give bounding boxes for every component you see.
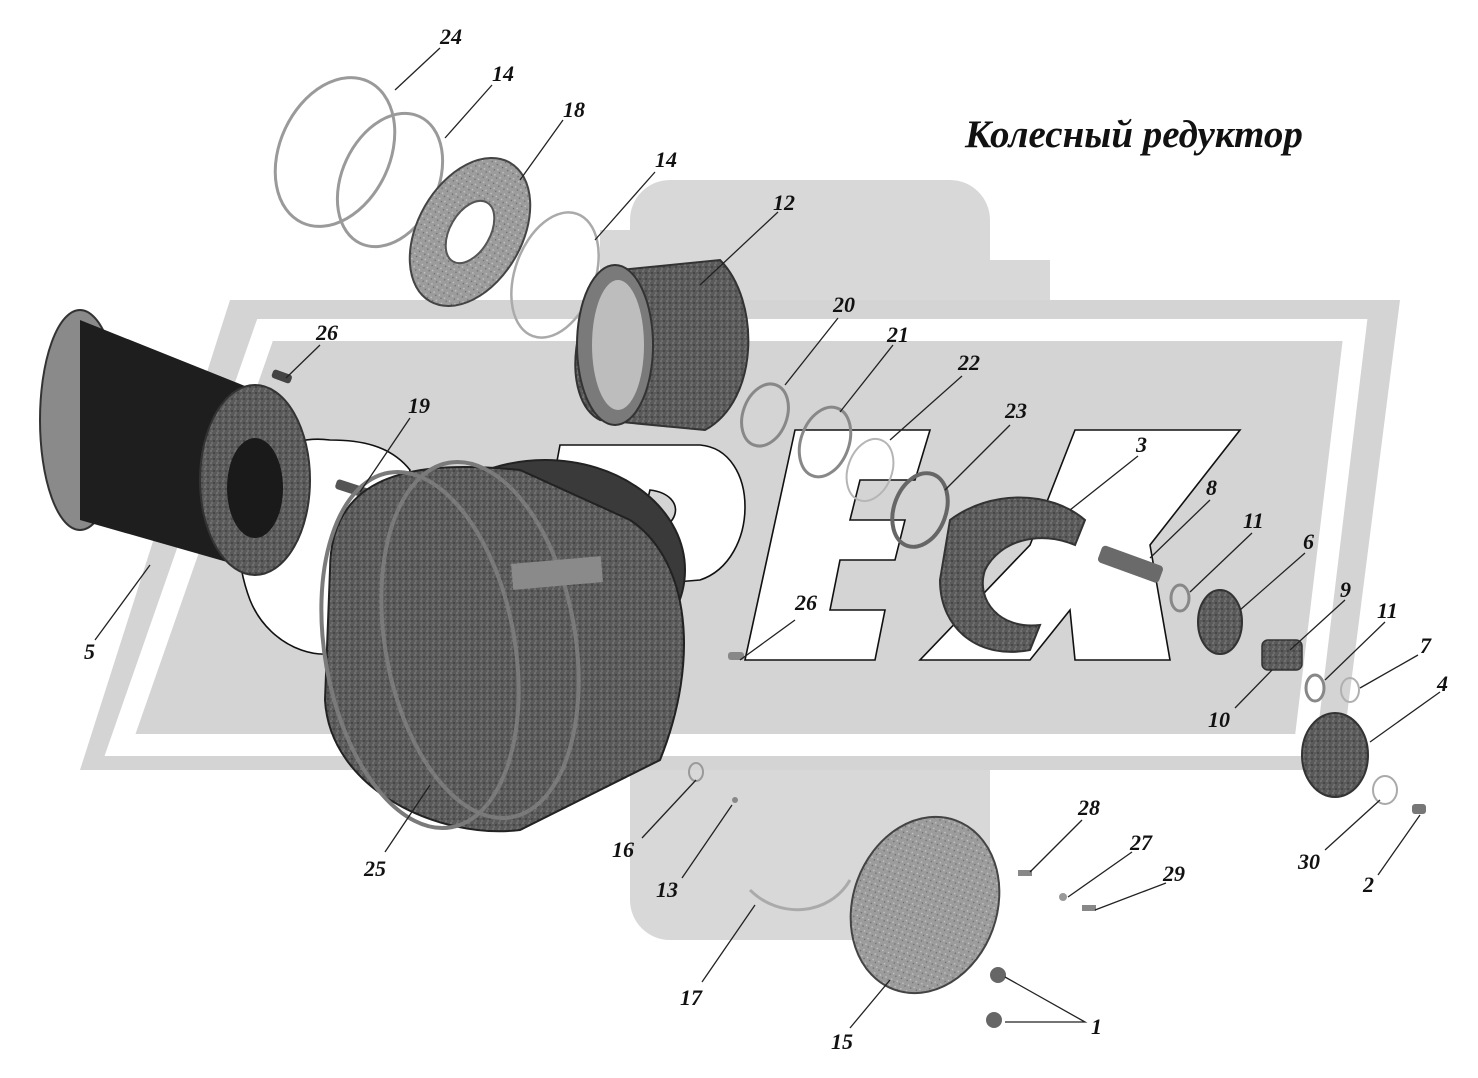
drum-25 [319,459,686,833]
callout-19: 19 [408,393,430,418]
callout-23: 23 [1004,398,1027,423]
callout-27: 27 [1129,830,1153,855]
callout-11-a: 11 [1243,508,1264,533]
callout-30: 30 [1297,849,1320,874]
callout-6: 6 [1303,529,1314,554]
ring-21 [797,405,853,479]
washer-27 [1059,893,1067,901]
washer-11-lower [1304,673,1326,703]
callout-2: 2 [1362,872,1374,897]
callout-1: 1 [1091,1014,1102,1039]
callout-labels: 24 14 18 14 12 26 19 20 21 22 23 3 8 11 … [84,24,1448,1054]
callout-12: 12 [773,190,795,215]
callout-5: 5 [84,639,95,664]
callout-14-b: 14 [655,147,677,172]
plug-28 [1018,870,1032,876]
gear-6 [1197,589,1243,655]
callout-8: 8 [1206,475,1217,500]
callout-4: 4 [1436,671,1448,696]
callout-3: 3 [1135,432,1147,457]
gear-4 [1301,712,1369,798]
ring-24 [273,76,397,228]
gasket-17 [748,879,852,912]
callout-25: 25 [363,856,386,881]
carrier-3 [938,496,1087,653]
callout-24: 24 [439,24,462,49]
sleeve-12 [574,258,750,432]
washer-30 [1372,775,1398,805]
callout-7: 7 [1420,633,1432,658]
pin-8 [1097,545,1163,583]
bolt-26-upper [271,369,292,384]
ring-22 [845,438,895,502]
ring-16 [688,762,704,782]
plug-1-lower [986,1012,1002,1028]
plug-1-upper [990,967,1006,983]
callout-10: 10 [1208,707,1230,732]
gear-disc-18 [408,157,532,307]
washer-11-upper [1169,583,1191,613]
callout-29: 29 [1162,861,1185,886]
callout-22: 22 [957,350,980,375]
callout-26-b: 26 [794,590,817,615]
callout-13: 13 [656,877,678,902]
callout-15: 15 [831,1029,853,1054]
callout-14-a: 14 [492,61,514,86]
washer-7 [1340,677,1360,703]
callout-28: 28 [1077,795,1100,820]
ring-23 [890,471,950,549]
cover-15 [849,815,1001,995]
callout-20: 20 [832,292,855,317]
callout-11-b: 11 [1377,598,1398,623]
pin-13 [732,797,738,803]
hub-5 [39,309,311,576]
callout-17: 17 [680,985,703,1010]
diagram-title: Колесный редуктор [965,113,1303,156]
bolt-2 [1412,804,1426,814]
callout-21: 21 [886,322,909,347]
bolt-26-lower [728,652,744,660]
callout-18: 18 [563,97,585,122]
callout-16: 16 [612,837,634,862]
callout-26-a: 26 [315,320,338,345]
callout-9: 9 [1340,577,1351,602]
screw-29 [1082,905,1096,911]
ring-20 [740,382,790,448]
leader-lines [94,47,1441,1029]
